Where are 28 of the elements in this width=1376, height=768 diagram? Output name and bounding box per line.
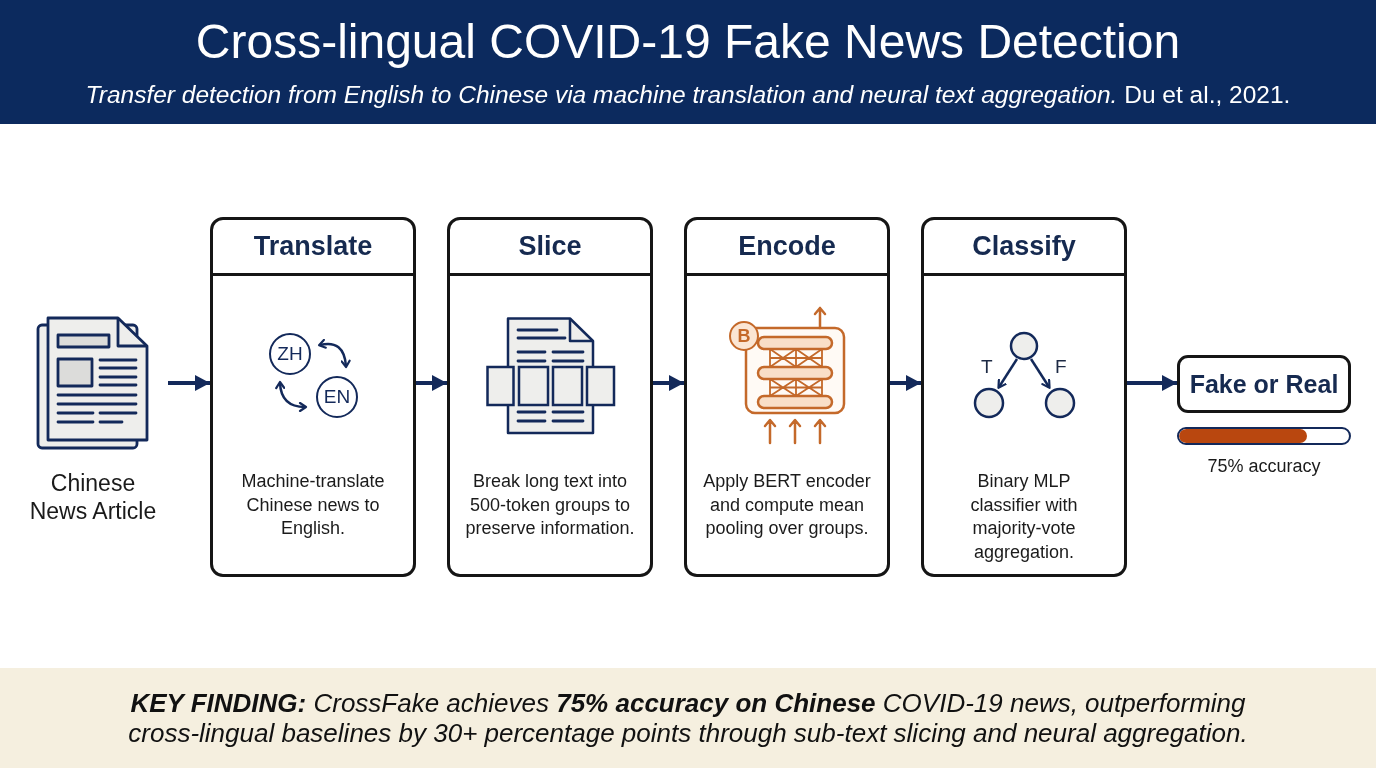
branch-label: T <box>981 356 993 378</box>
step-title: Encode <box>687 220 887 276</box>
step-description: Break long text into 500-token groups to preserve information. <box>464 470 636 540</box>
step-description: Machine-translate Chinese news to English. <box>240 470 386 540</box>
subtitle: Transfer detection from English to Chinese via machine translation and neural text aggregation. Du et al., 2021. <box>85 80 1291 110</box>
process-card <box>921 217 1127 577</box>
language-code: EN <box>316 376 358 418</box>
result-box: Fake or Real <box>1177 355 1351 413</box>
arrow <box>168 375 210 391</box>
accuracy-text: 75% accuracy <box>1207 455 1321 477</box>
branch-label: F <box>1055 356 1067 378</box>
process-card <box>684 217 890 577</box>
node-label: Chinese News Article <box>28 469 158 525</box>
process-card <box>210 217 416 577</box>
arrow <box>1127 375 1177 391</box>
language-code: ZH <box>269 333 311 375</box>
key-finding-text: KEY FINDING: CrossFake achieves 75% accuracy on Chinese COVID-19 news, outperforming cross-lingual baselines by 30+ percentage points through sub-text slicing and neural aggregation. <box>127 688 1249 748</box>
arrow <box>416 375 447 391</box>
model-initial: B <box>729 321 759 351</box>
arrow <box>890 375 921 391</box>
title: Cross-lingual COVID-19 Fake News Detection <box>195 14 1181 70</box>
step-title: Translate <box>213 220 413 276</box>
step-title: Slice <box>450 220 650 276</box>
arrow <box>653 375 684 391</box>
step-description: Binary MLP classifier with majority-vote aggregation. <box>969 470 1079 564</box>
step-description: Apply BERT encoder and compute mean pooling over groups. <box>702 470 872 540</box>
process-card <box>447 217 653 577</box>
step-title: Classify <box>924 220 1124 276</box>
